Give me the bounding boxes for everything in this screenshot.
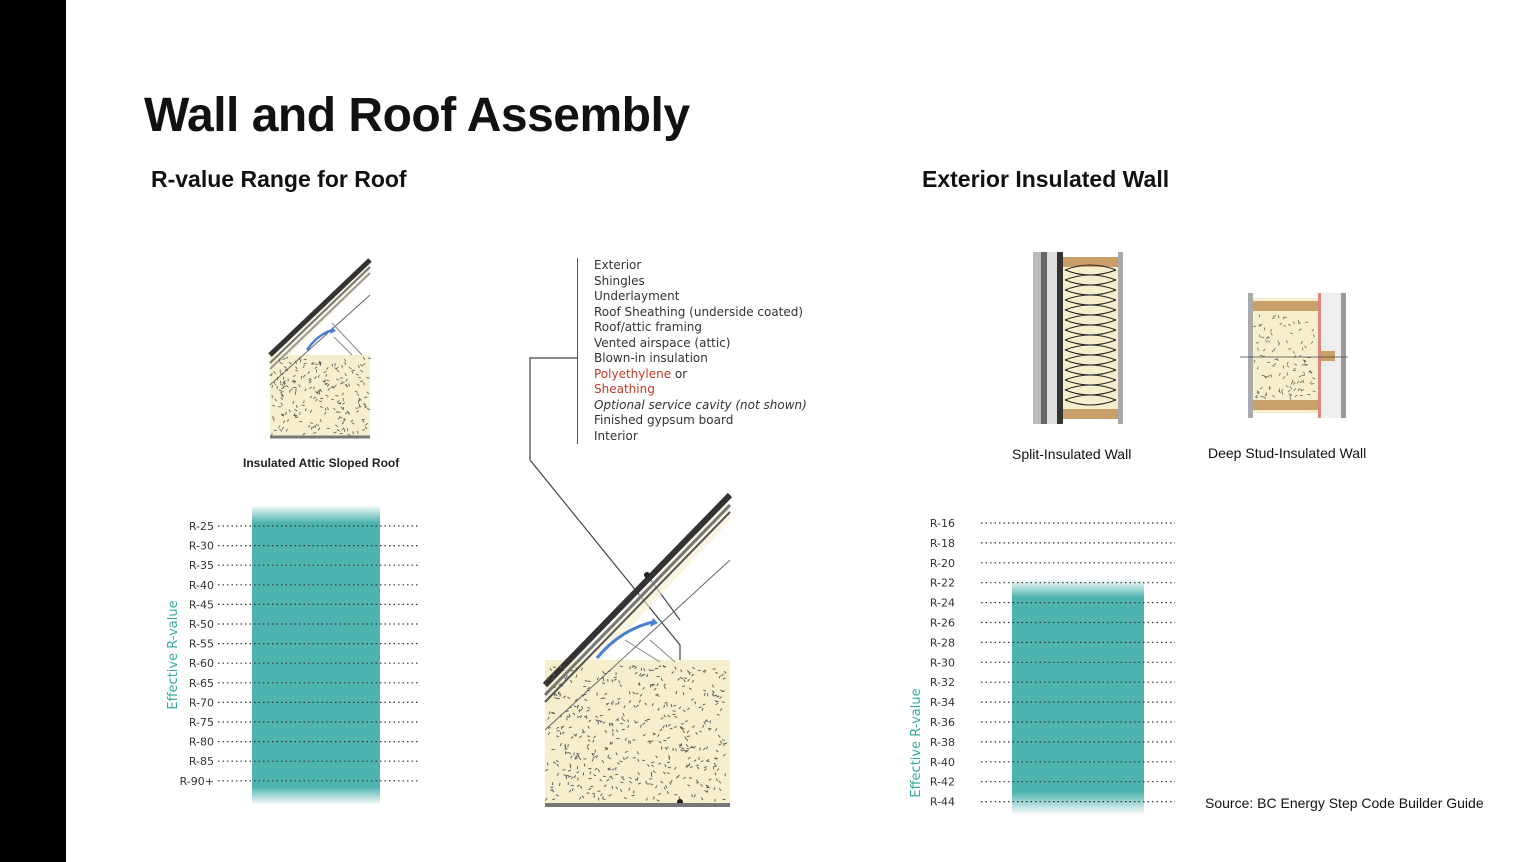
- tick-label: R-30: [930, 656, 955, 669]
- legend-item: Optional service cavity (not shown): [594, 397, 807, 412]
- tick-label: R-55: [189, 638, 214, 651]
- source-note: Source: BC Energy Step Code Builder Guid…: [1205, 795, 1484, 811]
- wall-axis-label: Effective R-value: [909, 688, 924, 797]
- legend-item: Shingles: [594, 273, 645, 288]
- tick-label: R-80: [189, 736, 214, 749]
- tick-label: R-60: [189, 657, 214, 670]
- legend-item: Polyethylene or: [594, 366, 688, 381]
- tick-label: R-44: [930, 796, 955, 809]
- legend-item: Vented airspace (attic): [594, 335, 731, 350]
- legend-item: Interior: [594, 428, 638, 443]
- deep-stud-wall-diagram: [1240, 293, 1348, 418]
- tick-label: R-32: [930, 676, 955, 689]
- page-title: Wall and Roof Assembly: [144, 89, 690, 142]
- legend-item: Blown-in insulation: [594, 351, 708, 365]
- roof-rvalue-chart: R-25R-30R-35R-40R-45R-50R-55R-60R-65R-70…: [166, 505, 418, 805]
- tick-label: R-34: [930, 696, 955, 709]
- tick-label: R-40: [930, 756, 955, 769]
- legend-item: Underlayment: [594, 289, 680, 303]
- deep-wall-caption: Deep Stud-Insulated Wall: [1208, 445, 1367, 461]
- roof-range-band: [252, 505, 380, 805]
- legend-item: Roof/attic framing: [594, 320, 703, 334]
- large-roof-diagram: [529, 357, 733, 807]
- tick-label: R-36: [930, 716, 955, 729]
- tick-label: R-50: [189, 618, 214, 631]
- tick-label: R-28: [930, 636, 955, 649]
- legend-item: Roof Sheathing (underside coated): [594, 304, 804, 319]
- roof-caption: Insulated Attic Sloped Roof: [243, 456, 400, 470]
- left-black-bar: [0, 0, 66, 862]
- tick-label: R-40: [189, 579, 214, 592]
- tick-label: R-75: [189, 716, 214, 729]
- tick-label: R-42: [930, 776, 955, 789]
- tick-label: R-45: [189, 598, 214, 611]
- tick-label: R-18: [930, 537, 955, 550]
- small-roof-diagram: [268, 258, 372, 439]
- tick-label: R-30: [189, 540, 214, 553]
- tick-label: R-20: [930, 557, 955, 570]
- wall-rvalue-chart: R-16R-18R-20R-22R-24R-26R-28R-30R-32R-34…: [909, 517, 1175, 815]
- wall-range-band: [1012, 579, 1144, 815]
- tick-label: R-22: [930, 577, 955, 590]
- tick-label: R-25: [189, 520, 214, 533]
- roof-heading: R-value Range for Roof: [151, 166, 407, 192]
- legend-item: Finished gypsum board: [594, 413, 734, 427]
- tick-label: R-85: [189, 755, 214, 768]
- tick-label: R-24: [930, 597, 955, 610]
- split-insulated-wall-diagram: [1033, 252, 1123, 424]
- tick-label: R-16: [930, 517, 955, 530]
- split-wall-caption: Split-Insulated Wall: [1012, 446, 1132, 462]
- roof-axis-label: Effective R-value: [166, 600, 181, 709]
- tick-label: R-35: [189, 559, 214, 572]
- legend-item: Exterior: [594, 258, 642, 272]
- tick-label: R-70: [189, 696, 214, 709]
- wall-heading: Exterior Insulated Wall: [922, 166, 1170, 192]
- tick-label: R-90+: [180, 775, 214, 788]
- tick-label: R-38: [930, 736, 955, 749]
- tick-label: R-65: [189, 677, 214, 690]
- legend-item: Sheathing: [594, 382, 655, 396]
- tick-label: R-26: [930, 617, 955, 630]
